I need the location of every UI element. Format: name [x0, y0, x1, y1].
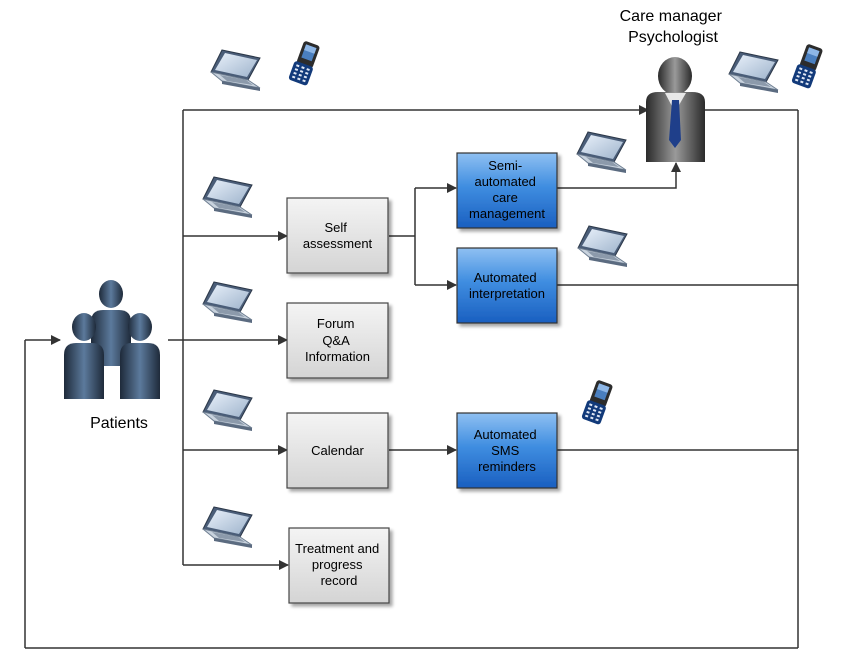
laptop-icon	[202, 281, 253, 324]
svg-text:Forum Q&A Informat: Forum Q&A Information	[305, 316, 370, 364]
sms-line-1: Automated	[474, 427, 537, 442]
self-assessment-box: Self assessment	[286, 197, 389, 274]
sms-line-3: reminders	[478, 459, 536, 474]
interpretation-line-1: Automated	[474, 270, 537, 285]
calendar-line-1: Calendar	[311, 443, 364, 458]
sms-reminders-box: Automated SMS reminders	[456, 412, 558, 489]
automated-interpretation-box: Automated interpretation	[456, 247, 558, 324]
treatment-line-2: progress	[312, 557, 363, 572]
laptop-icon	[577, 225, 628, 268]
self-assessment-line-2: assessment	[303, 236, 373, 251]
laptop-icon	[202, 506, 253, 549]
forum-box: Forum Q&A Information	[286, 302, 389, 379]
forum-line-3: Information	[305, 349, 370, 364]
care-manager-person-icon	[646, 57, 705, 162]
laptop-icon	[210, 49, 261, 92]
laptop-icon	[576, 131, 627, 174]
treatment-box: Treatment and progress record	[288, 527, 390, 604]
semi-line-3: care	[493, 190, 518, 205]
treatment-line-3: record	[321, 573, 358, 588]
laptop-icon	[202, 389, 253, 432]
care-manager-label: Care manager Psychologist	[620, 8, 727, 46]
semi-to-manager-arrow	[557, 162, 681, 189]
care-manager-line-1: Care manager	[620, 8, 723, 25]
svg-text:Self assessment: Self assessment	[303, 220, 373, 251]
self-assessment-line-1: Self	[324, 220, 347, 235]
laptop-icon	[728, 51, 779, 94]
laptop-icon	[202, 176, 253, 219]
interpretation-line-2: interpretation	[469, 286, 545, 301]
svg-text:Automated SMS remi: Automated SMS reminders	[474, 427, 541, 474]
mobile-phone-icon	[288, 40, 321, 87]
svg-text:Treatment and progress: Treatment and progress record	[295, 541, 383, 588]
patients-label: Patients	[90, 415, 148, 432]
svg-text:Automated interpretation: Automated interpretation	[469, 270, 545, 301]
calendar-box: Calendar	[286, 412, 389, 489]
care-manager-line-2: Psychologist	[628, 29, 718, 46]
semi-line-4: management	[469, 206, 545, 221]
mobile-phone-icon	[581, 379, 614, 426]
svg-text:Semi- automated ca: Semi- automated care management	[469, 158, 545, 221]
forum-line-2: Q&A	[322, 333, 350, 348]
forum-line-1: Forum	[317, 316, 355, 331]
sms-line-2: SMS	[491, 443, 520, 458]
patients-person-icon	[64, 280, 160, 399]
connectors	[24, 105, 799, 649]
semi-line-2: automated	[474, 174, 535, 189]
mobile-phone-icon	[791, 43, 824, 90]
semi-automated-box: Semi- automated care management	[456, 152, 558, 229]
svg-text:Calendar: Calendar	[311, 443, 364, 458]
treatment-line-1: Treatment and	[295, 541, 379, 556]
semi-line-1: Semi-	[488, 158, 522, 173]
